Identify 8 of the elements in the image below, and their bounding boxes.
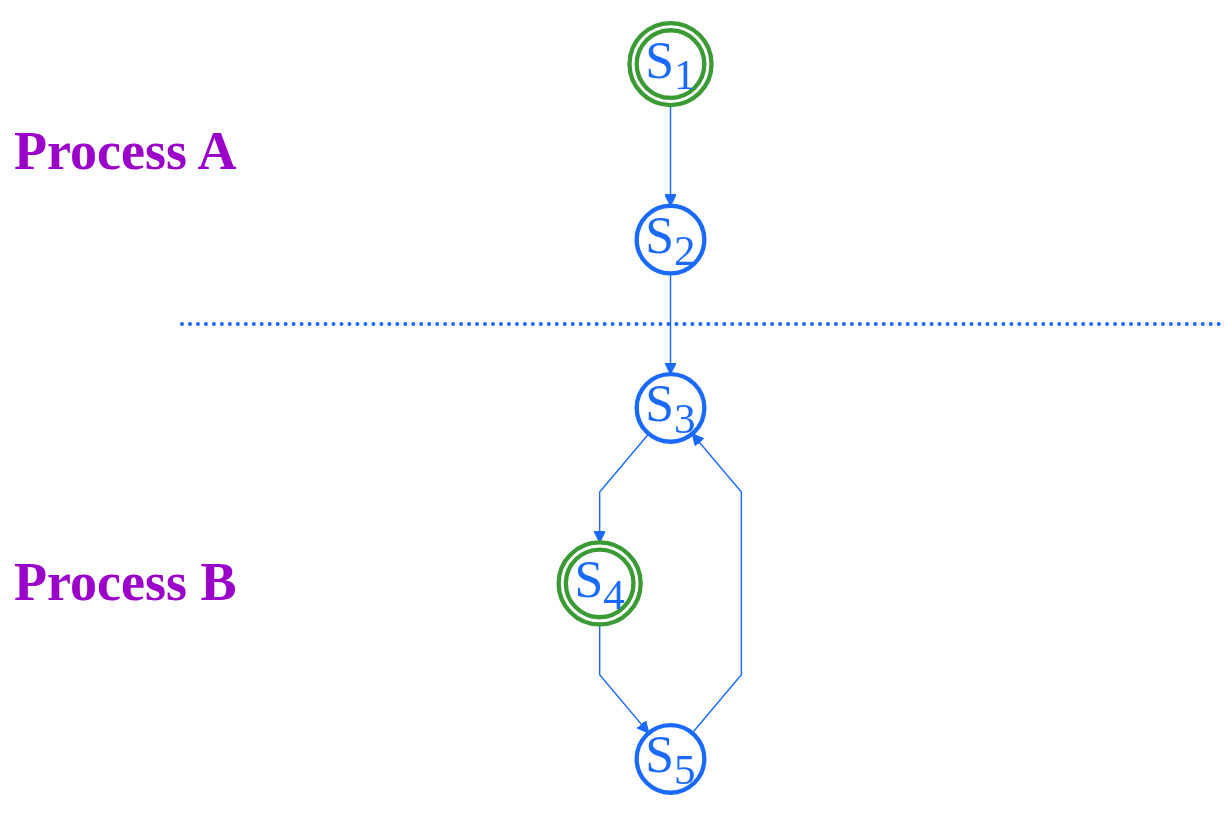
process-label: Process B	[14, 551, 237, 614]
node-circle: S$_{5}$	[634, 722, 707, 795]
node-circle: S$_{1}$	[627, 20, 714, 108]
node-circle: S$_{3}$	[634, 371, 707, 444]
process-label: Process A	[14, 119, 237, 182]
arrow	[691, 433, 743, 734]
node-circle: S$_{4}$	[556, 540, 643, 627]
node-circle: S$_{2}$	[634, 203, 707, 276]
